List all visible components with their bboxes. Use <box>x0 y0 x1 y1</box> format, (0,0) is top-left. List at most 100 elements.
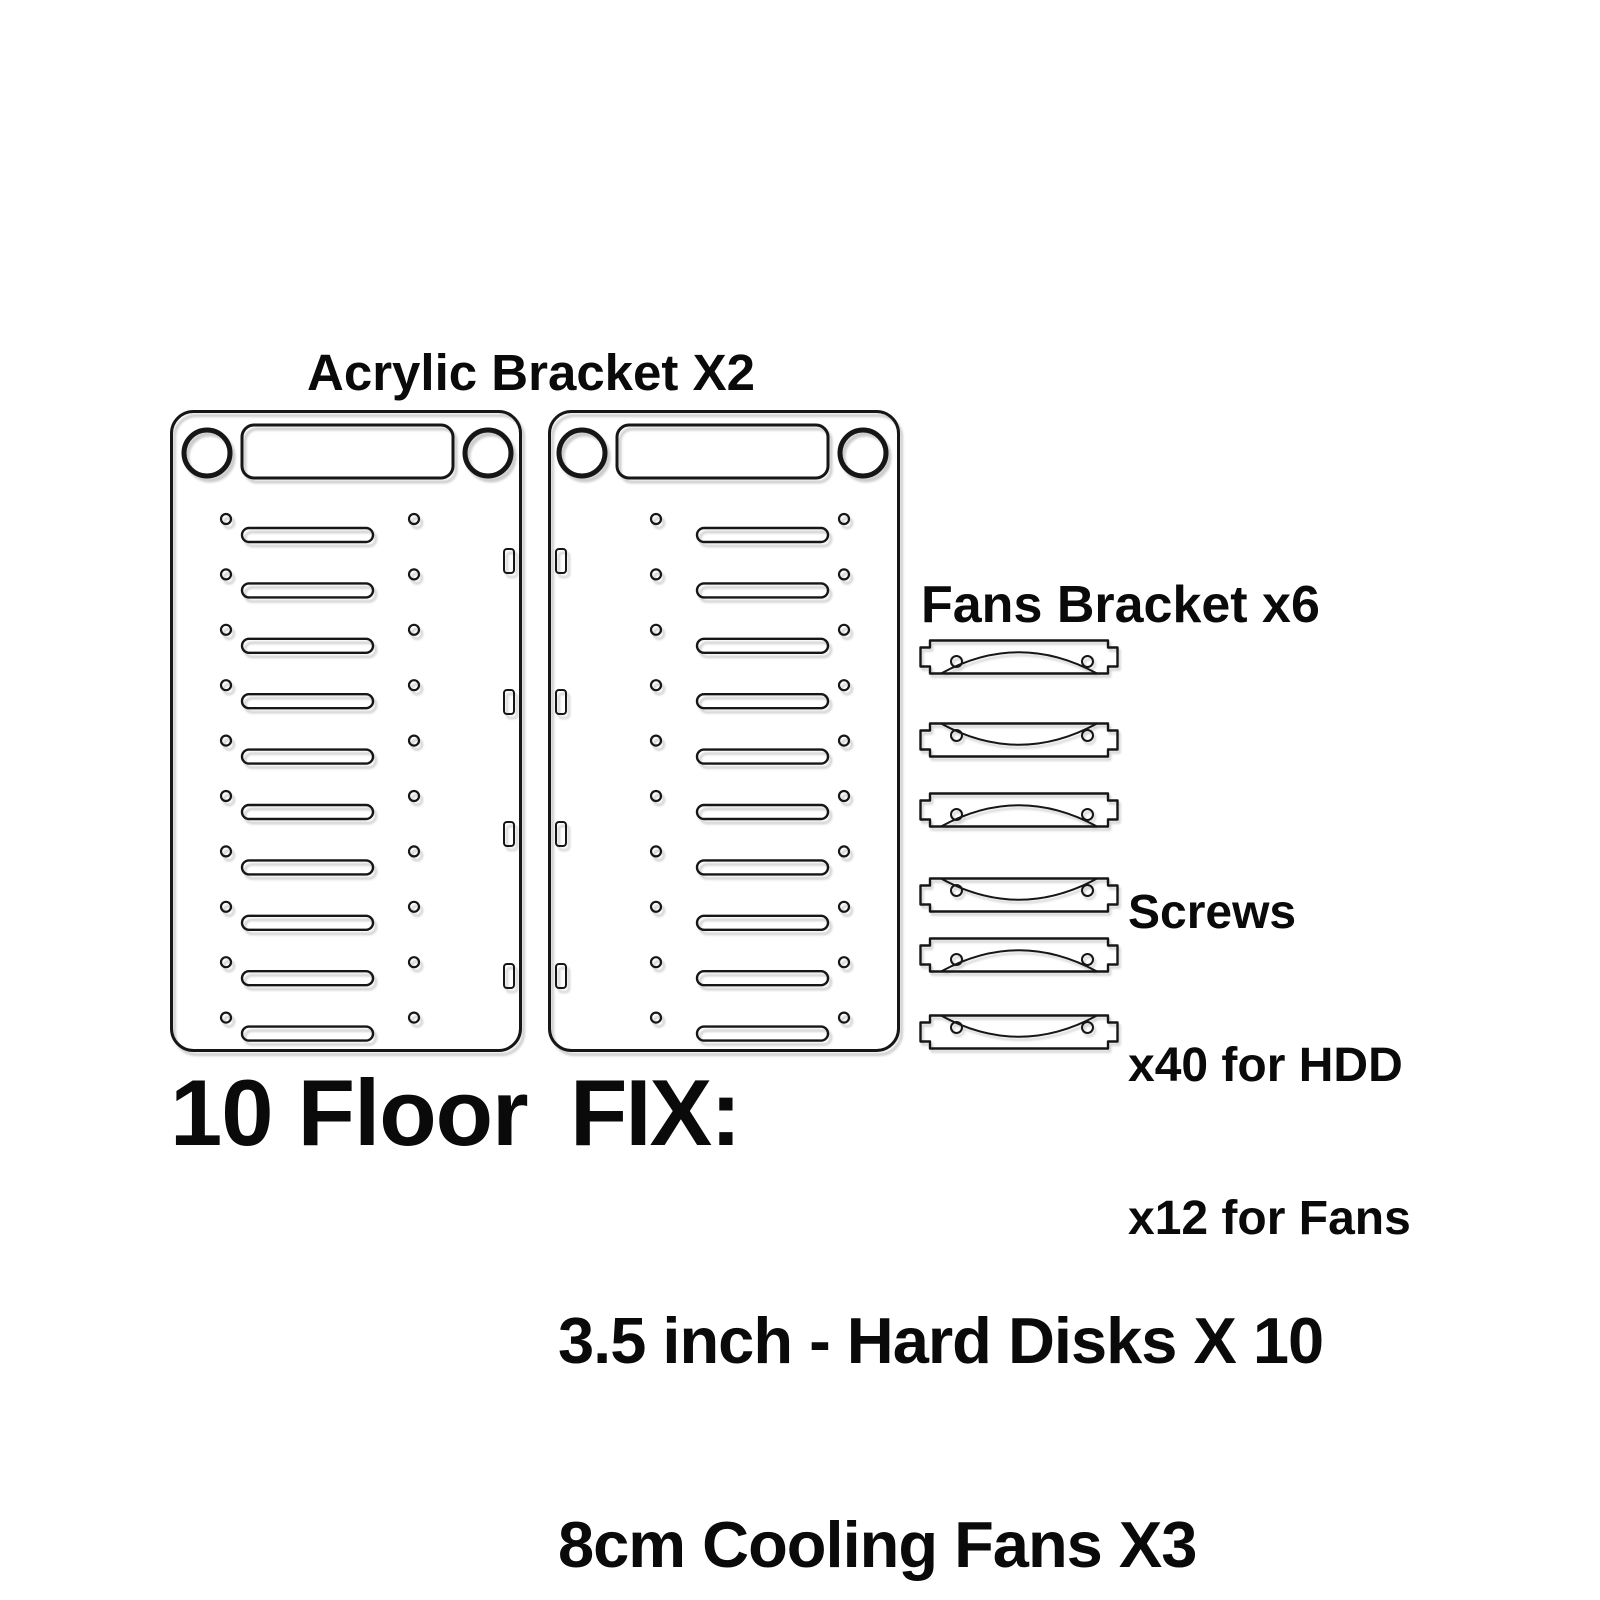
bracket-screw-hole <box>950 884 963 897</box>
hdd-screw-hole <box>649 568 663 581</box>
bracket-outline <box>919 937 1119 973</box>
edge-tab-slot <box>503 963 515 989</box>
hdd-screw-hole <box>649 789 663 803</box>
fan-screw-hole-large <box>462 427 514 479</box>
hdd-screw-hole <box>407 845 421 858</box>
screws-note: Screws x40 for HDD x12 for Fans <box>1128 785 1411 1346</box>
hdd-screw-hole <box>407 1011 421 1024</box>
hdd-screw-hole <box>649 956 663 969</box>
fan-bracket-piece <box>919 792 1119 828</box>
hdd-screw-hole <box>837 789 851 803</box>
hdd-screw-hole <box>649 679 663 692</box>
hdd-floor-slot <box>240 582 375 599</box>
acrylic-panel-right <box>548 410 900 1052</box>
bracket-screw-hole <box>1081 1021 1094 1034</box>
hdd-screw-hole <box>407 789 421 803</box>
fan-screw-hole-large <box>181 427 233 479</box>
hdd-screw-hole <box>219 568 233 581</box>
hdd-screw-hole <box>837 568 851 581</box>
hdd-floor-slot <box>240 914 375 931</box>
fan-screw-hole-large <box>556 427 608 479</box>
bracket-screw-hole <box>950 953 963 966</box>
hdd-floor-slot <box>695 803 830 821</box>
screws-note-line3: x12 for Fans <box>1128 1192 1411 1245</box>
hdd-floor-slot <box>240 803 375 821</box>
hdd-screw-hole <box>837 900 851 913</box>
hdd-floor-slot <box>695 748 830 765</box>
bracket-screw-hole <box>1081 808 1094 821</box>
fan-bracket-piece <box>919 937 1119 973</box>
fan-vent-slot <box>240 423 455 480</box>
hdd-screw-hole <box>219 734 233 747</box>
hdd-screw-hole <box>837 734 851 747</box>
hdd-screw-hole <box>649 623 663 636</box>
fan-screw-hole-large <box>837 427 889 479</box>
bracket-screw-hole <box>1081 953 1094 966</box>
fix-item-hdd: 3.5 inch - Hard Disks X 10 <box>558 1304 1324 1377</box>
hdd-screw-hole <box>837 956 851 969</box>
bracket-screw-hole <box>950 1021 963 1034</box>
hdd-floor-slot <box>695 526 830 544</box>
bracket-curve-cut <box>940 651 1098 675</box>
hdd-screw-hole <box>407 734 421 747</box>
hdd-floor-slot <box>695 970 830 987</box>
bracket-curve-cut <box>940 804 1098 828</box>
hdd-screw-hole <box>407 679 421 692</box>
hdd-floor-slot <box>240 970 375 987</box>
hdd-screw-hole <box>219 956 233 969</box>
hdd-screw-hole <box>407 623 421 636</box>
floors-caption: 10 Floor <box>170 1060 529 1165</box>
hdd-screw-hole <box>219 679 233 692</box>
bracket-screw-hole <box>1081 884 1094 897</box>
fans-bracket-label: Fans Bracket x6 <box>921 576 1320 634</box>
fan-vent-slot <box>615 423 830 480</box>
edge-tab-slot <box>555 548 567 574</box>
fix-item-fans: 8cm Cooling Fans X3 <box>558 1508 1197 1581</box>
bracket-outline <box>919 1014 1119 1050</box>
hdd-screw-hole <box>837 679 851 692</box>
hdd-floor-slot <box>695 582 830 599</box>
hdd-floor-slot <box>240 637 375 655</box>
hdd-screw-hole <box>407 956 421 969</box>
fan-bracket-piece <box>919 877 1119 913</box>
bracket-outline <box>919 639 1119 675</box>
hdd-screw-hole <box>407 512 421 526</box>
edge-tab-slot <box>503 689 515 715</box>
hdd-screw-hole <box>649 845 663 858</box>
hdd-floor-slot <box>695 693 830 710</box>
edge-tab-slot <box>555 821 567 847</box>
bracket-curve-cut <box>940 722 1098 746</box>
fix-caption: FIX: <box>570 1060 742 1165</box>
hdd-floor-slot <box>240 1025 375 1042</box>
bracket-curve-cut <box>940 949 1098 973</box>
hdd-floor-slot <box>240 693 375 710</box>
bracket-screw-hole <box>950 655 963 668</box>
hdd-floor-slot <box>240 748 375 765</box>
hdd-floor-slot <box>240 526 375 544</box>
panel-outline <box>170 410 522 1052</box>
fan-bracket-piece <box>919 639 1119 675</box>
hdd-screw-hole <box>837 512 851 526</box>
hdd-screw-hole <box>649 512 663 526</box>
hdd-screw-hole <box>649 734 663 747</box>
edge-tab-slot <box>555 963 567 989</box>
bracket-screw-hole <box>1081 729 1094 742</box>
bracket-screw-hole <box>950 808 963 821</box>
screws-note-line1: Screws <box>1128 886 1297 939</box>
hdd-screw-hole <box>837 1011 851 1024</box>
bracket-screw-hole <box>1081 655 1094 668</box>
panel-outline <box>548 410 900 1052</box>
bracket-screw-hole <box>950 729 963 742</box>
edge-tab-slot <box>503 548 515 574</box>
fan-bracket-piece <box>919 722 1119 758</box>
hdd-screw-hole <box>219 623 233 636</box>
hdd-screw-hole <box>837 623 851 636</box>
edge-tab-slot <box>555 689 567 715</box>
hdd-floor-slot <box>695 914 830 931</box>
hdd-screw-hole <box>649 1011 663 1024</box>
hdd-screw-hole <box>219 845 233 858</box>
screws-note-line2: x40 for HDD <box>1128 1039 1403 1092</box>
hdd-screw-hole <box>219 789 233 803</box>
bracket-curve-cut <box>940 1014 1098 1038</box>
